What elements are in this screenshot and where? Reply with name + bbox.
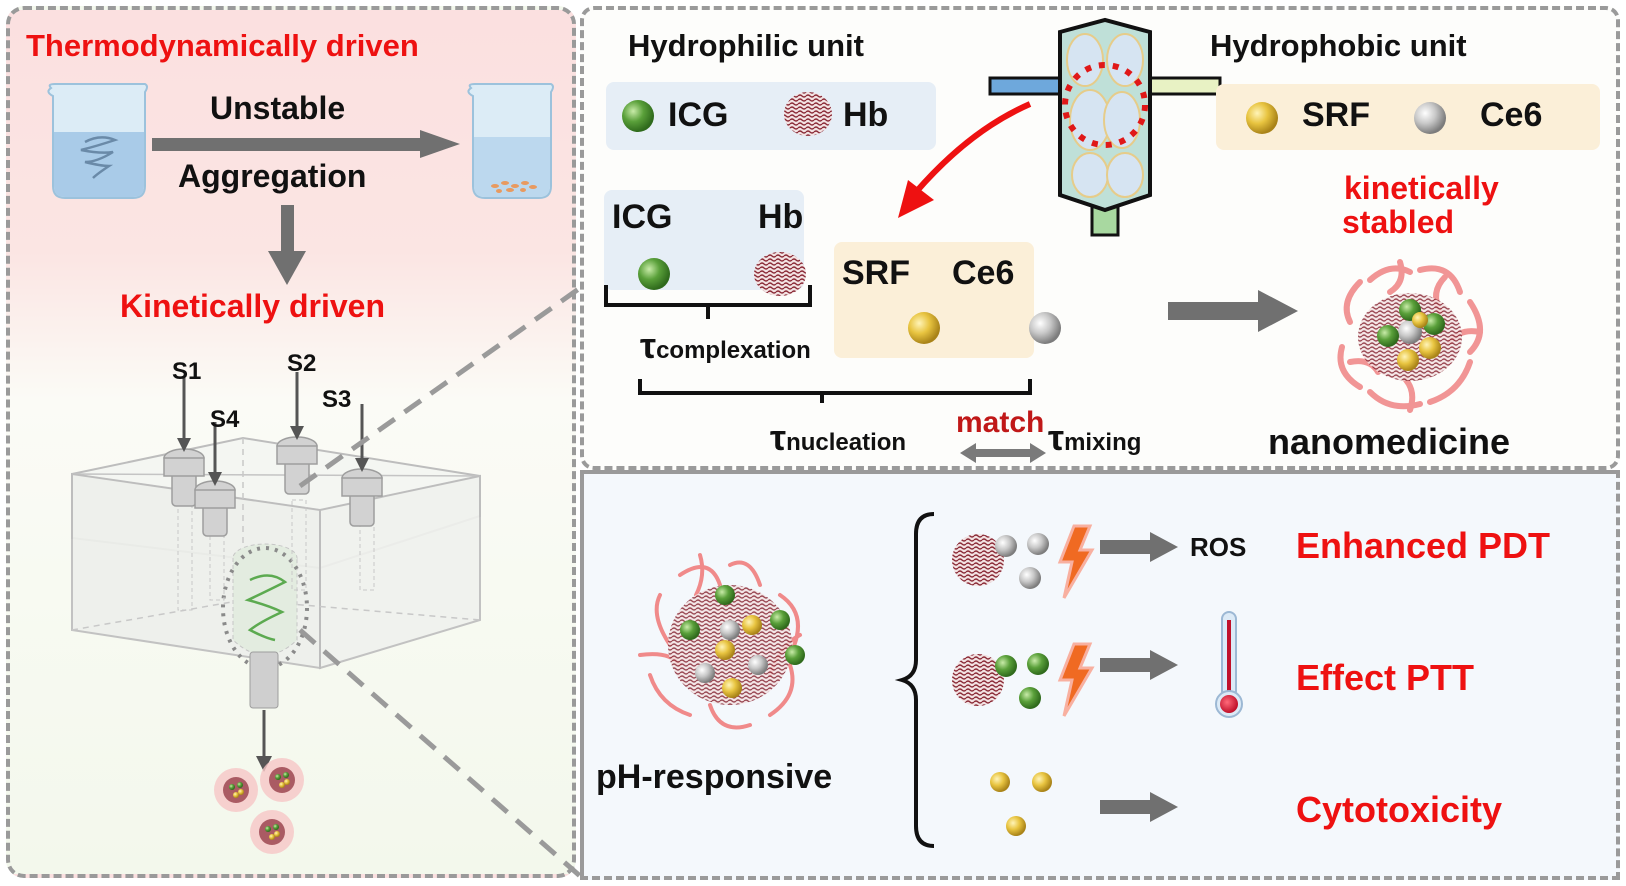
microfluidic-mixer-icon	[71, 372, 481, 854]
bracket-lines	[604, 285, 1032, 403]
pdt-arrow-icon	[1100, 532, 1178, 562]
aggregation-label: Aggregation	[178, 158, 367, 194]
beaker-stirring-icon	[47, 83, 148, 199]
kinetic-subtitle: Kinetically driven	[120, 288, 385, 324]
nanoparticle-cluster-small	[214, 768, 258, 812]
ptt-arrow-icon	[1100, 650, 1178, 680]
beaker-aggregated-icon	[467, 83, 554, 199]
ce6-label: Ce6	[1480, 96, 1543, 134]
down-arrow-icon	[268, 205, 306, 285]
curly-brace	[894, 512, 935, 848]
tan-srf-label: SRF	[842, 254, 910, 292]
tau-symbol: τ	[770, 417, 787, 458]
nucleation-subscript: nucleation	[786, 429, 907, 456]
zoom-arrow-icon	[898, 101, 1032, 218]
tan-ce6-label: Ce6	[952, 254, 1015, 292]
complex-hb-icon	[754, 252, 806, 296]
icg-label: ICG	[668, 96, 729, 134]
cytotoxicity-arrow-icon	[1100, 792, 1178, 822]
enhanced-pdt-label: Enhanced PDT	[1296, 525, 1551, 566]
effect-ptt-label: Effect PTT	[1296, 657, 1475, 698]
tan-ce6-icon	[1029, 312, 1061, 344]
hydrophobic-title: Hydrophobic unit	[1210, 28, 1467, 63]
hb-label: Hb	[843, 96, 889, 134]
inlet-label-s3: S3	[322, 386, 352, 413]
kinetically-label: kinetically	[1344, 170, 1499, 206]
ce6-sphere-icon	[1414, 102, 1446, 134]
thermometer-icon	[1215, 611, 1243, 718]
hydrophilic-box	[606, 82, 936, 150]
tau-complexation: τcomplexation	[640, 328, 811, 364]
tau-symbol: τ	[1048, 417, 1065, 458]
mixer-chip-icon	[988, 17, 1222, 237]
inlet-label-s2: S2	[287, 350, 317, 377]
nanomedicine-label: nanomedicine	[1268, 421, 1511, 462]
ros-label: ROS	[1190, 532, 1247, 562]
unstable-label: Unstable	[210, 90, 346, 126]
match-label: match	[956, 406, 1045, 439]
icg-sphere-icon	[622, 100, 654, 132]
mixing-subscript: mixing	[1064, 429, 1142, 456]
thermodynamic-title: Thermodynamically driven	[26, 28, 419, 63]
unstable-arrow-icon	[152, 130, 460, 158]
complex-icg-icon	[638, 258, 670, 290]
hydrophobic-box	[1216, 84, 1600, 150]
double-arrow-icon	[960, 443, 1046, 463]
result-arrow-icon	[1168, 290, 1298, 332]
stabled-label: stabled	[1342, 204, 1455, 240]
hb-protein-icon	[784, 92, 832, 136]
inlet-label-s1: S1	[172, 358, 202, 385]
tan-srf-icon	[908, 312, 940, 344]
tau-symbol: τ	[640, 325, 657, 366]
complex-hb-label: Hb	[758, 198, 804, 236]
ph-responsive-particle-icon	[638, 553, 805, 730]
tau-nucleation: τnucleation	[770, 420, 906, 456]
srf-label: SRF	[1302, 96, 1370, 134]
srf-sphere-icon	[1246, 102, 1278, 134]
complexation-subscript: complexation	[656, 337, 811, 364]
ph-responsive-label: pH-responsive	[596, 758, 833, 796]
cytotoxicity-label: Cytotoxicity	[1296, 789, 1503, 830]
tau-mixing: τmixing	[1048, 420, 1141, 456]
hb-icg-release-icon	[952, 642, 1095, 717]
complex-icg-label: ICG	[612, 198, 673, 236]
hydrophilic-title: Hydrophilic unit	[628, 28, 864, 63]
srf-release-icon	[990, 772, 1052, 836]
hb-ce6-release-icon	[952, 524, 1095, 599]
nanomedicine-particle-icon	[1337, 259, 1483, 413]
inlet-label-s4: S4	[210, 406, 240, 433]
